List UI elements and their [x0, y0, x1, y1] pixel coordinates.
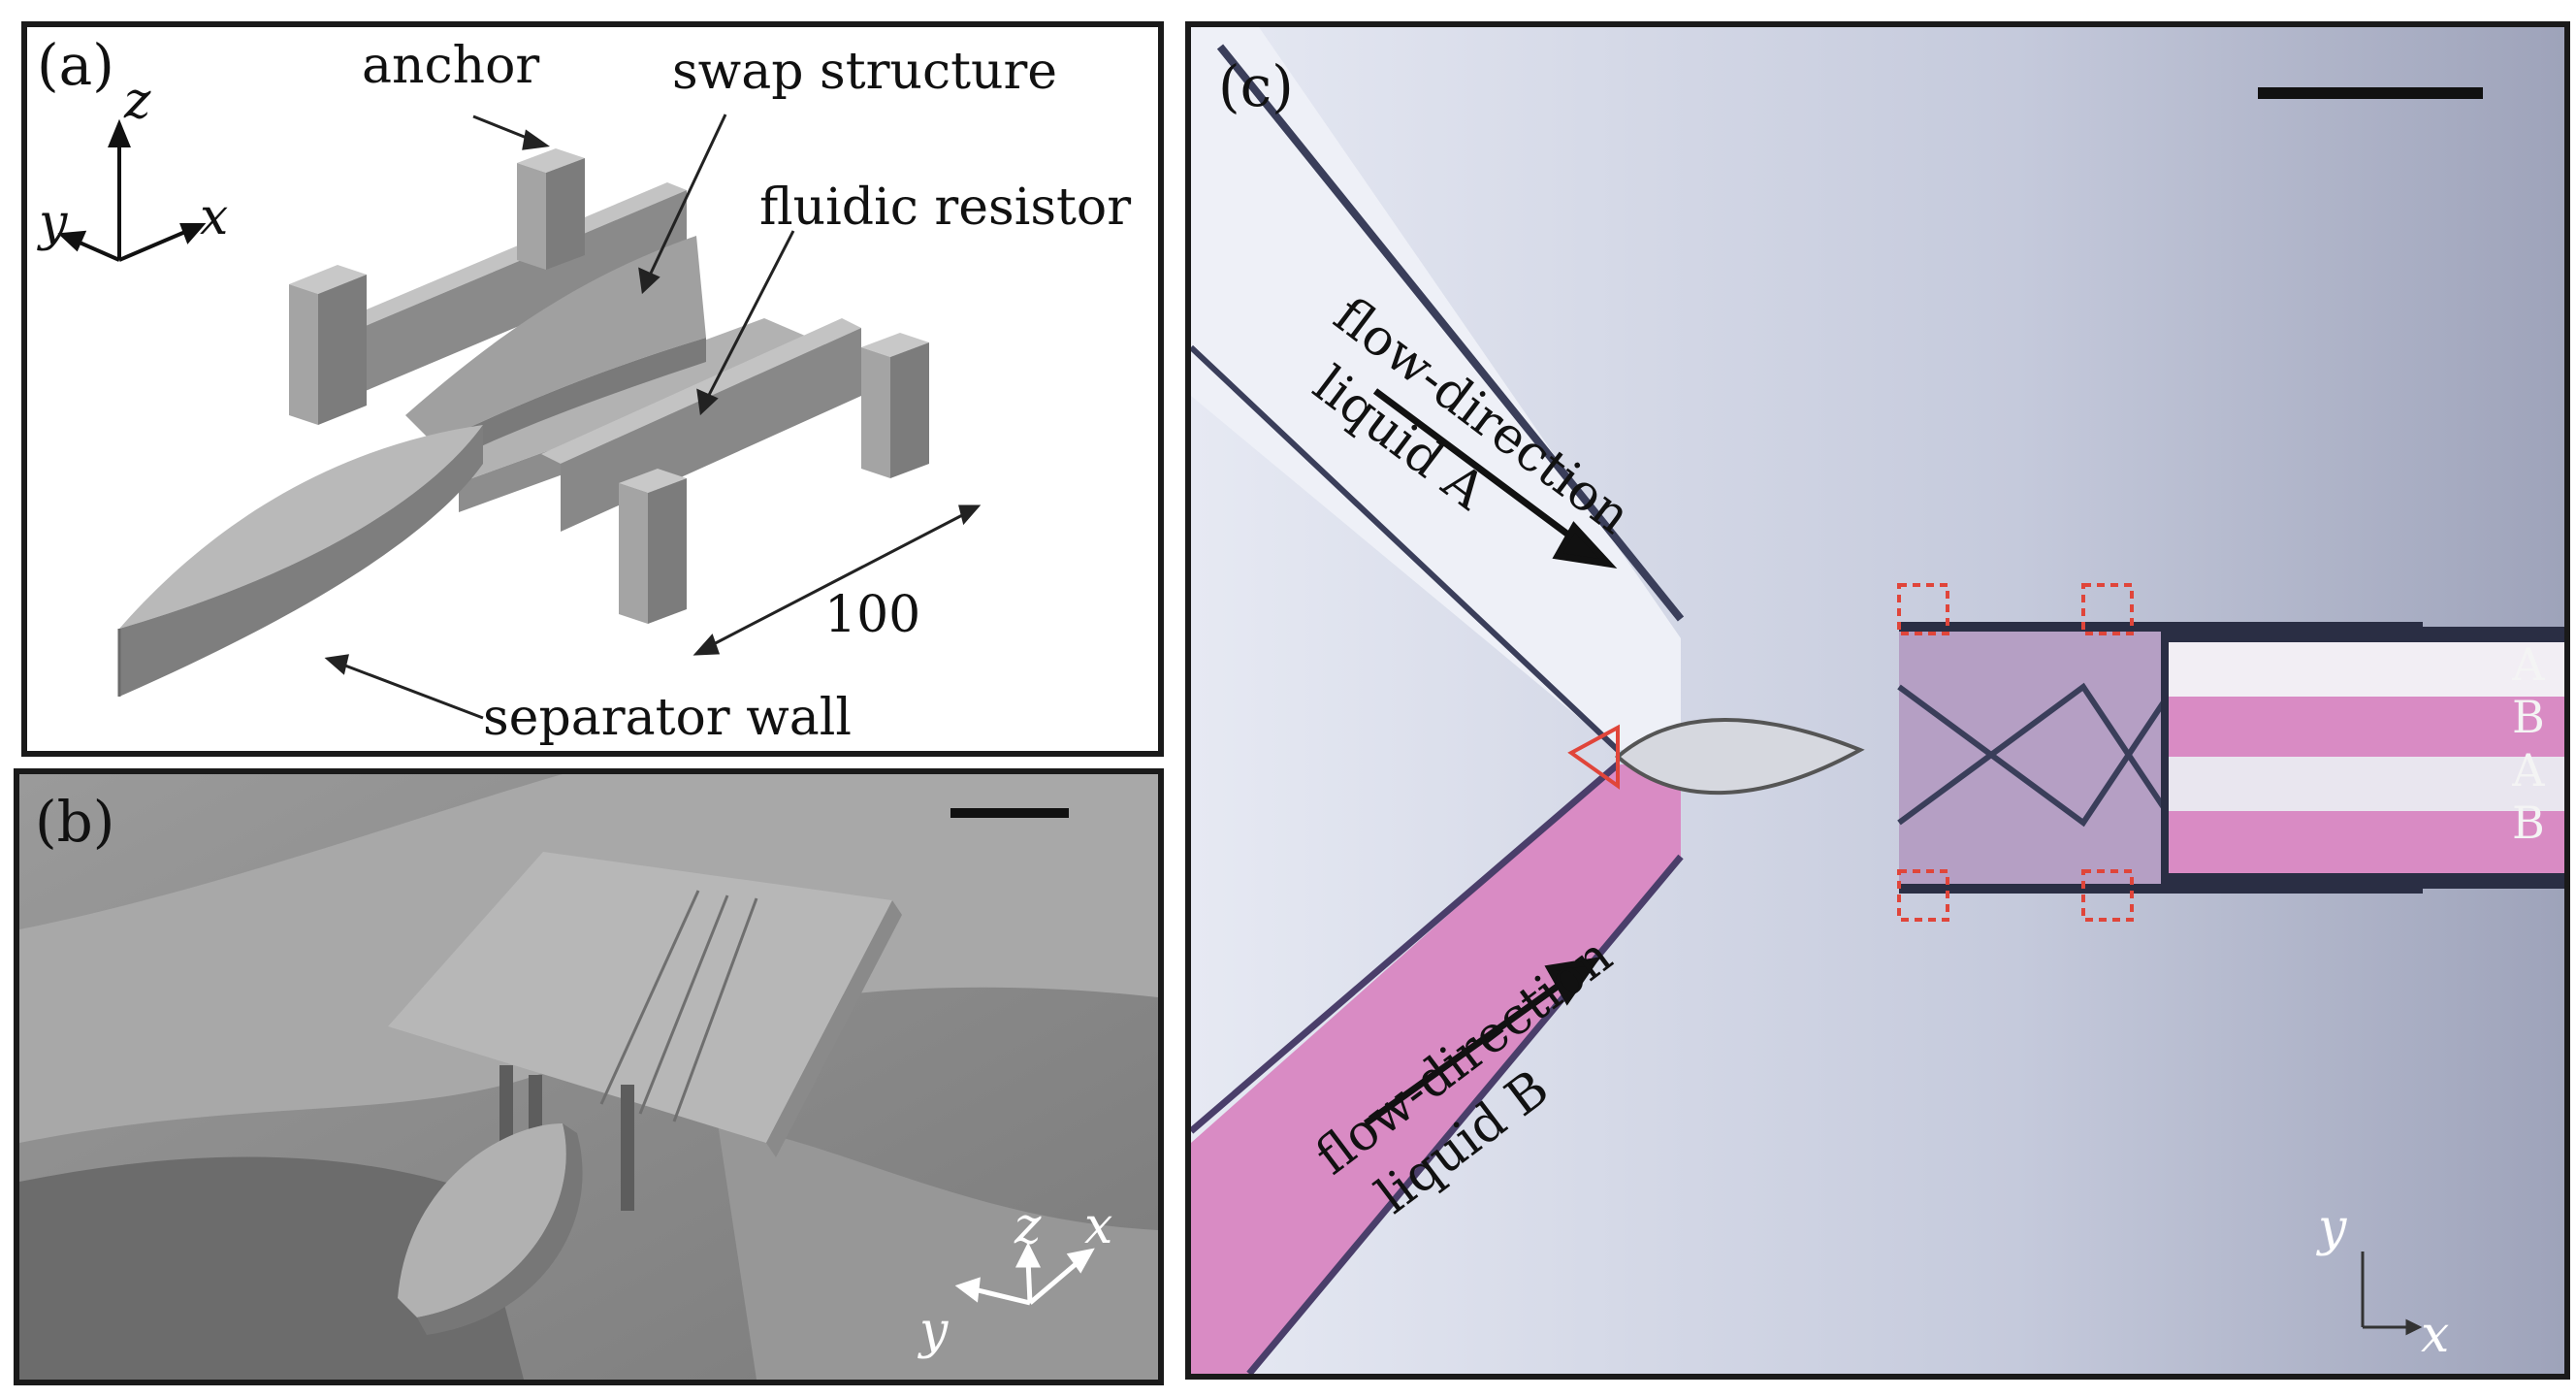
panel-a: (a) z y x anchor swap structure fluidic …: [21, 21, 1164, 757]
axis-z-label: z: [124, 72, 151, 130]
microfluidic-micrograph: [1191, 27, 2564, 1374]
layer-label: A: [2512, 743, 2545, 797]
layer-label: B: [2512, 691, 2545, 744]
bridge-plate: [388, 852, 892, 1143]
axis-triad-icon: [2361, 1252, 2423, 1336]
axis-triad-icon: [57, 118, 207, 262]
swap-markers: [1897, 583, 2134, 922]
axis-y-label: y: [39, 194, 68, 252]
outlet-layer-labels: A B A B: [2512, 638, 2545, 849]
axis-triad-icon: [954, 1242, 1095, 1306]
sem-micrograph: [19, 774, 1158, 1380]
flow-arrow-b-icon: [1363, 957, 1601, 1126]
separator-ellipse: [398, 1123, 566, 1317]
label-fluidic-resistor: fluidic resistor: [759, 179, 1132, 237]
back-anchor: [289, 265, 367, 294]
top-anchor: [517, 148, 585, 173]
separator-tip-marker: [1567, 724, 1620, 790]
axis-y-label: y: [919, 1302, 949, 1360]
microstructure-3d-model: [57, 114, 982, 720]
scale-bar: [950, 808, 1069, 818]
layer-label: A: [2512, 638, 2545, 691]
panel-c: (c) flow-direction liquid A flow-directi…: [1185, 21, 2570, 1380]
back-rail: [323, 182, 687, 336]
label-dimension-100: 100: [824, 586, 921, 644]
axis-x-label: x: [2421, 1306, 2450, 1364]
panel-a-label: (a): [37, 32, 114, 98]
panel-b-label: (b): [35, 789, 115, 855]
axis-x-label: x: [1084, 1197, 1113, 1255]
axis-y-label: y: [2318, 1199, 2347, 1257]
axis-x-label: x: [200, 188, 229, 246]
swap-structure: [405, 236, 706, 444]
separator-ellipse: [1614, 718, 1865, 796]
panel-c-label: (c): [1218, 53, 1294, 119]
axis-z-label: z: [1014, 1197, 1042, 1255]
layer-label: B: [2512, 796, 2545, 849]
front-anchor-left: [619, 469, 687, 493]
flow-arrow-a-icon: [1372, 388, 1618, 569]
front-anchor-right: [861, 333, 929, 357]
panel-b: (b) z x y: [14, 768, 1164, 1385]
inlet-channel-a: [1191, 27, 1681, 750]
label-anchor: anchor: [362, 37, 540, 95]
label-swap-structure: swap structure: [672, 43, 1058, 101]
scale-bar: [2258, 87, 2483, 99]
label-separator-wall: separator wall: [483, 689, 852, 747]
separator-wall: [119, 425, 483, 629]
